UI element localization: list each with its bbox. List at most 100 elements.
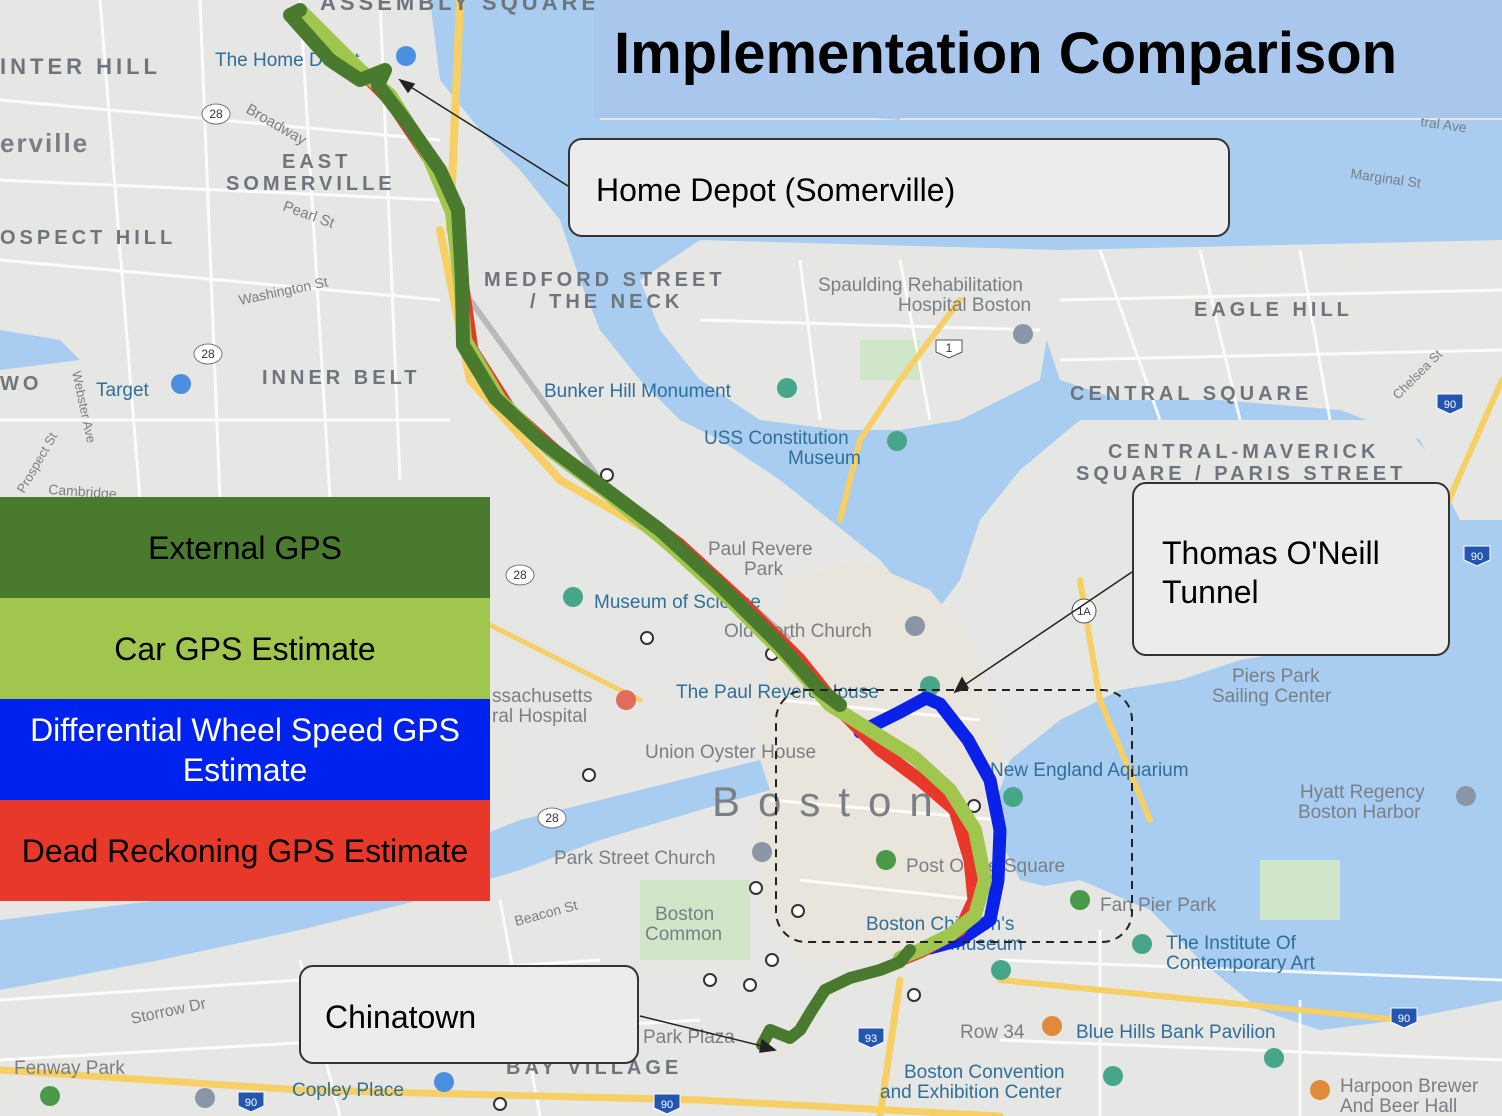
label-blue-hills: Blue Hills Bank Pavilion [1076,1022,1276,1043]
pin-icon [171,374,191,394]
label-fenway-park: Fenway Park [14,1058,125,1079]
label-central-ave: tral Ave [1420,113,1468,135]
pin-icon [876,850,896,870]
shield-1a: 1A [1071,598,1097,624]
pin-icon [616,690,636,710]
label-east-somerville: EAST [282,151,351,173]
charlestown-land [640,240,1060,430]
legend-label: Car GPS Estimate [114,630,376,667]
callout-tunnel: Thomas O'Neill Tunnel [1132,482,1450,656]
callout-home-depot-text: Home Depot (Somerville) [596,172,956,208]
label-east-somerville-2: SOMERVILLE [226,173,396,195]
pin-icon [195,1088,215,1108]
label-boston-common-2: Common [645,924,722,945]
label-park-plaza: Park Plaza [643,1027,735,1048]
track-wheel-speed [853,691,1007,955]
label-union-oyster: Union Oyster House [645,742,816,763]
label-park-street: Park Street Church [554,848,716,869]
label-uss-constitution: USS Constitution [704,428,849,449]
pin-icon [991,960,1011,980]
legend-item-car-gps: Car GPS Estimate [0,598,490,699]
route-shields: 28 28 28 28 1 1A 90 90 90 93 90 90 [193,103,1491,1115]
svg-text:28: 28 [209,107,223,121]
tunnel-outline [775,689,1133,943]
label-central-maverick-2: SQUARE / PARIS STREET [1076,463,1406,485]
label-uss-constitution-2: Museum [788,448,861,469]
poi-pins [40,46,1476,1108]
label-paul-revere-house: The Paul Revere House [676,682,879,703]
shield-90: 90 [1463,545,1491,567]
svg-text:28: 28 [201,347,215,361]
legend: External GPS Car GPS Estimate Differenti… [0,497,490,901]
label-assembly-square: ASSEMBLY SQUARE [320,0,600,15]
label-mass-general-2: ral Hospital [492,706,587,727]
label-spaulding-2: Hospital Boston [898,295,1031,316]
pin-icon [1264,1048,1284,1068]
legend-label: Differential Wheel Speed GPS Estimate [30,711,460,788]
label-somerville: erville [0,128,89,158]
shield-28: 28 [505,564,535,586]
transit-icons [493,468,981,1111]
label-inner-belt: INNER BELT [262,367,421,389]
pin-icon [777,378,797,398]
pin-icon [1456,786,1476,806]
shield-90: 90 [1390,1007,1418,1029]
shield-28: 28 [201,103,231,125]
label-harpoon: Harpoon Brewer [1340,1076,1479,1097]
label-hyatt: Hyatt Regency [1300,782,1425,803]
pin-icon [1310,1080,1330,1100]
pin-icon [1003,787,1023,807]
shield-1: 1 [935,339,963,359]
label-piers-park: Piers Park [1232,666,1320,687]
page-title: Implementation Comparison [614,21,1398,86]
east-boston-land [1040,240,1502,520]
label-central-square: CENTRAL SQUARE [1070,383,1312,405]
park-area [860,340,920,380]
label-winter-hill: INTER HILL [0,54,161,79]
pin-icon [752,842,772,862]
callout-pointers [398,78,1133,1053]
title-banner: Implementation Comparison [594,0,1502,118]
pin-icon [887,431,907,451]
label-copley-place: Copley Place [292,1080,404,1101]
shield-90: 90 [653,1093,681,1115]
label-medford-street: MEDFORD STREET [484,269,726,291]
label-boston: Boston [712,778,951,825]
svg-text:1: 1 [946,341,953,355]
label-wo: WO [0,373,42,395]
label-paul-revere-park: Paul Revere [708,539,813,560]
pin-icon [434,1072,454,1092]
label-piers-park-2: Sailing Center [1212,686,1332,707]
shield-28: 28 [193,343,223,365]
svg-text:28: 28 [513,568,527,582]
label-spaulding: Spaulding Rehabilitation [818,275,1023,296]
shield-93: 93 [857,1027,885,1049]
pin-icon [1132,934,1152,954]
label-fan-pier: Fan Pier Park [1100,895,1217,916]
label-hyatt-2: Boston Harbor [1298,802,1421,823]
svg-text:90: 90 [1471,551,1483,563]
label-cambridge: Cambridge [48,481,118,502]
legend-label: External GPS [148,529,342,566]
pin-icon [1042,1016,1062,1036]
callout-chinatown: Chinatown [299,965,639,1064]
label-eagle-hill: EAGLE HILL [1194,299,1353,321]
shield-90: 90 [237,1091,265,1113]
pin-icon [905,616,925,636]
label-ica-2: Contemporary Art [1166,953,1316,974]
legend-label: Dead Reckoning GPS Estimate [21,832,469,869]
label-harpoon-2: And Beer Hall [1340,1096,1457,1116]
label-mass-general: ssachusetts [492,686,592,707]
label-ica: The Institute Of [1166,933,1297,954]
callout-home-depot: Home Depot (Somerville) [568,138,1230,237]
gps-tracks [283,3,1007,1051]
label-target: Target [96,380,150,401]
label-convention-center-2: and Exhibition Center [880,1082,1062,1103]
svg-text:1A: 1A [1077,606,1091,618]
pin-icon [40,1086,60,1106]
pin-icon [1070,890,1090,910]
park-area [640,880,750,960]
label-aquarium: New England Aquarium [990,760,1189,781]
legend-item-wheel-speed: Differential Wheel Speed GPS Estimate [0,699,490,800]
label-paul-revere-park-2: Park [744,559,784,580]
